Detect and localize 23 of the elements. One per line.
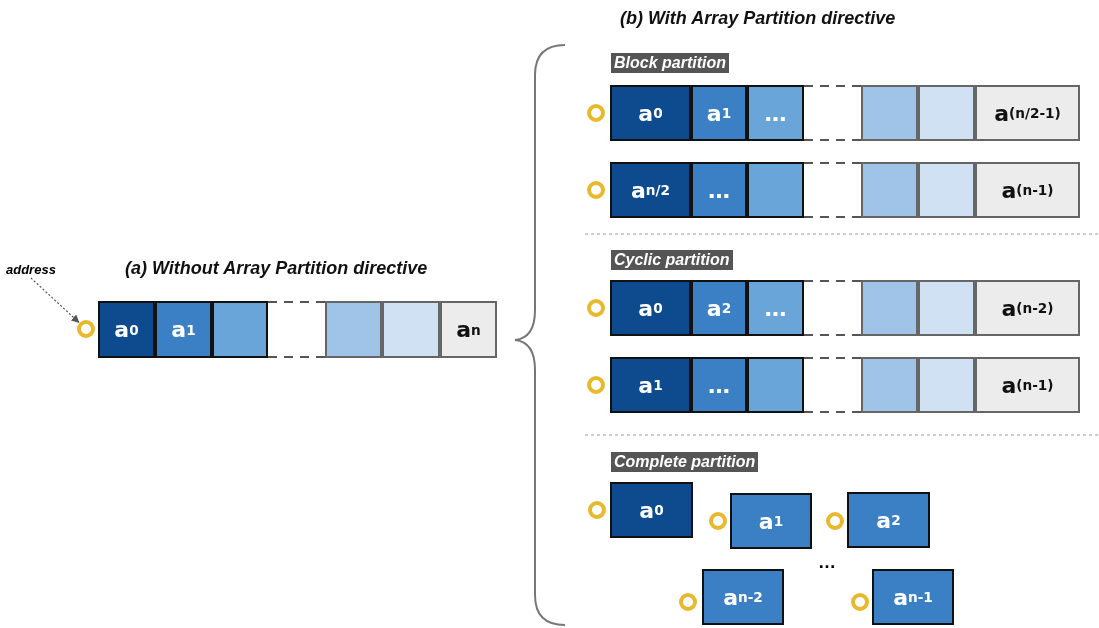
- address-circle: [588, 501, 606, 519]
- array-cell: …: [747, 85, 804, 141]
- address-circle: [587, 376, 605, 394]
- section-header: Complete partition: [611, 452, 759, 472]
- address-circle: [851, 593, 869, 611]
- address-circle: [679, 593, 697, 611]
- section-header: Cyclic partition: [611, 250, 733, 270]
- leader-line: [30, 277, 80, 323]
- ellipsis-text: …: [818, 552, 836, 573]
- address-circle: [77, 320, 95, 338]
- empty-array-cell: [212, 301, 268, 358]
- array-cell: …: [691, 162, 747, 218]
- address-circle: [709, 512, 727, 530]
- array-cell: …: [691, 357, 747, 413]
- address-circle: [587, 299, 605, 317]
- address-circle: [587, 104, 605, 122]
- address-circle: [826, 512, 844, 530]
- section-header: Block partition: [611, 53, 729, 73]
- panel-title: (a) Without Array Partition directive: [125, 258, 428, 279]
- array-cell: …: [747, 280, 804, 336]
- annotation-text: address: [6, 262, 56, 277]
- panel-title: (b) With Array Partition directive: [620, 8, 896, 29]
- address-circle: [587, 181, 605, 199]
